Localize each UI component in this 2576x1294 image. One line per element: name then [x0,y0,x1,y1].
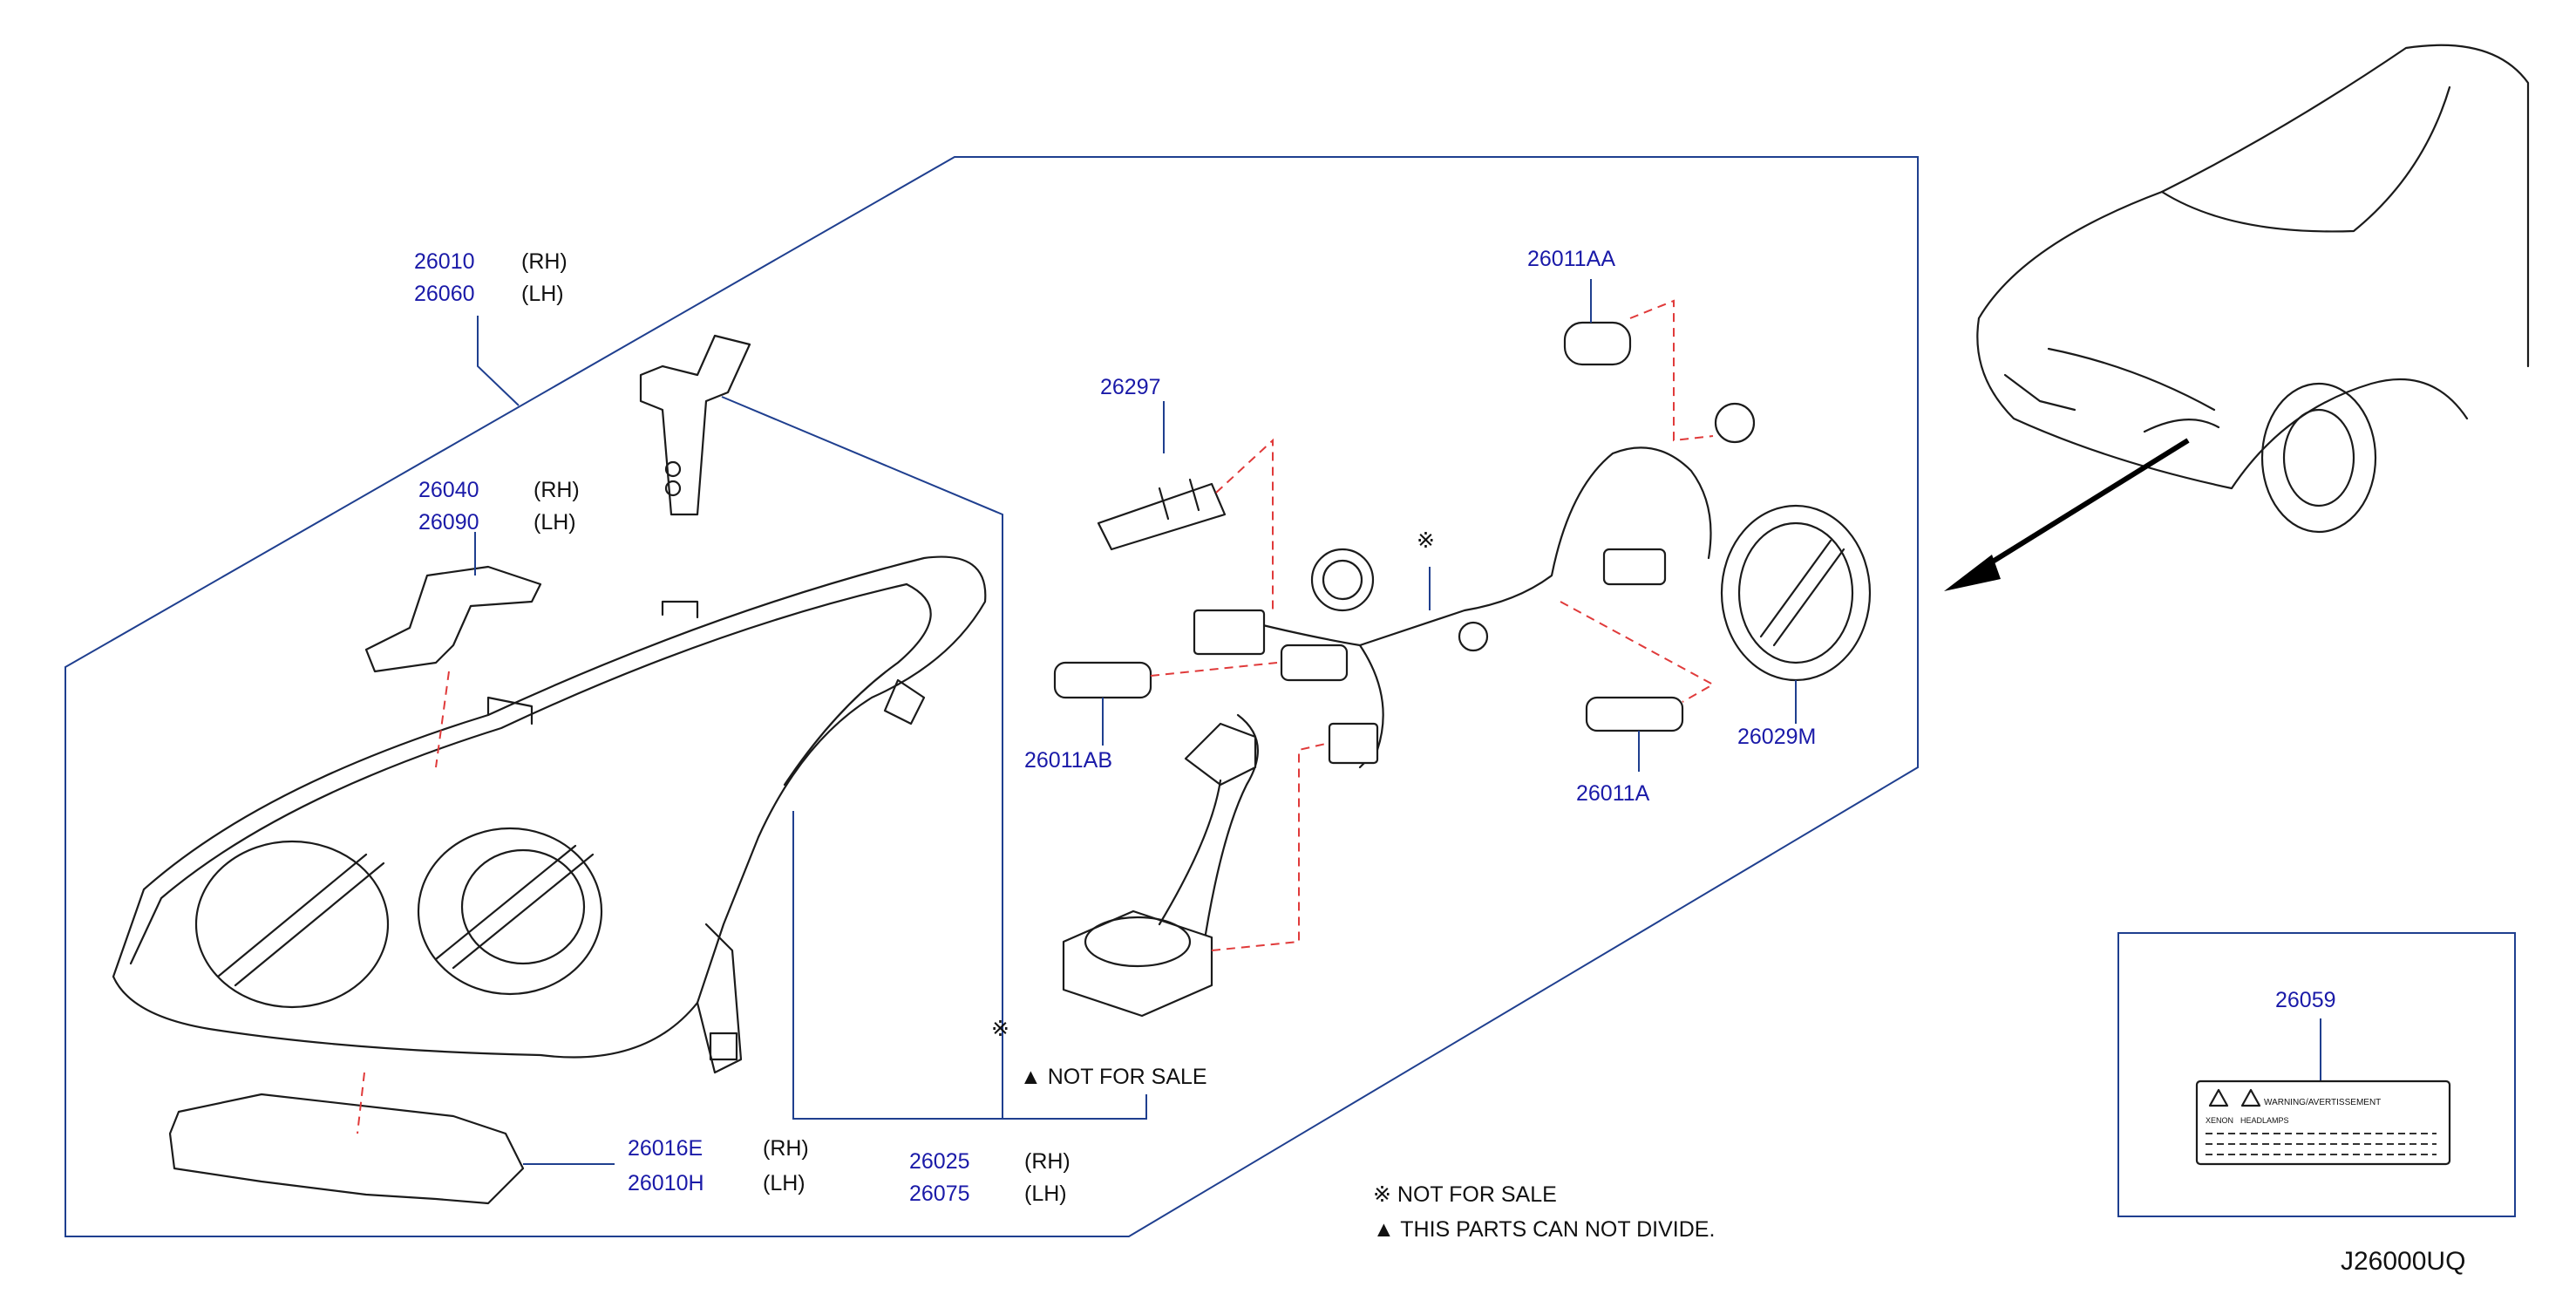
part-number-26011AA[interactable]: 26011AA [1527,247,1615,271]
not-for-sale-mark-harness: ※ [1417,528,1435,553]
caution-label-drawing [2195,1079,2451,1166]
mounting-bracket-drawing [639,334,751,516]
part-number-26090[interactable]: 26090 [418,510,479,535]
part-number-26010H[interactable]: 26010H [628,1171,704,1195]
bulb-26011AA-drawing [1563,321,1632,366]
part-number-26011A[interactable]: 26011A [1576,781,1650,806]
part-number-26011AB[interactable]: 26011AB [1024,748,1112,773]
assembly-boundary [65,156,1919,1237]
part-number-26010[interactable]: 26010 [414,249,475,274]
label-headlamps-text: HEADLAMPS [2240,1116,2289,1125]
lower-cover-drawing [168,1093,525,1205]
side-26016E: (RH) [763,1136,809,1161]
side-26075: (LH) [1024,1182,1067,1206]
part-number-26060[interactable]: 26060 [414,282,475,306]
label-box [2117,932,2516,1217]
side-26090: (LH) [534,510,576,535]
side-26010: (RH) [521,249,568,274]
label-warning-text: WARNING/AVERTISSEMENT [2264,1098,2381,1107]
label-xenon-text: XENON [2206,1116,2233,1125]
part-number-26059[interactable]: 26059 [2275,988,2336,1012]
part-number-26075[interactable]: 26075 [909,1182,970,1206]
small-bracket-drawing [364,565,542,673]
side-26040: (RH) [534,478,580,502]
location-arrow [1968,438,2190,578]
vehicle-outline-drawing [1976,44,2530,534]
part-number-26029M[interactable]: 26029M [1737,725,1816,749]
location-arrow-head [1944,555,2001,591]
note-cannot-divide: ▲ THIS PARTS CAN NOT DIVIDE. [1373,1217,1715,1242]
part-number-26297[interactable]: 26297 [1100,375,1161,399]
bulb-26011AB-drawing [1053,661,1152,699]
headlamp-housing-drawing [112,555,987,1074]
ballast-26025-drawing [1062,722,1257,1018]
cap-26029M-drawing [1720,504,1872,682]
side-26010H: (LH) [763,1171,805,1195]
side-26025: (RH) [1024,1149,1071,1174]
subassembly-leader [721,396,1003,1119]
note-not-for-sale: ※ NOT FOR SALE [1373,1182,1557,1207]
bulb-26011A-drawing [1585,696,1684,732]
part-number-26016E[interactable]: 26016E [628,1136,703,1161]
subassembly-bracket [792,811,1147,1120]
wiring-harness-drawing [1236,446,1712,647]
side-26060: (LH) [521,282,564,306]
part-number-26040[interactable]: 26040 [418,478,479,502]
bulb-26297-drawing [1097,478,1227,551]
leader-26010 [477,316,520,406]
diagram-code: J26000UQ [2341,1247,2465,1276]
part-number-26025[interactable]: 26025 [909,1149,970,1174]
not-for-sale-mark-ballast: ※ [991,1017,1009,1041]
not-for-sale-inline: ▲ NOT FOR SALE [1020,1065,1207,1089]
